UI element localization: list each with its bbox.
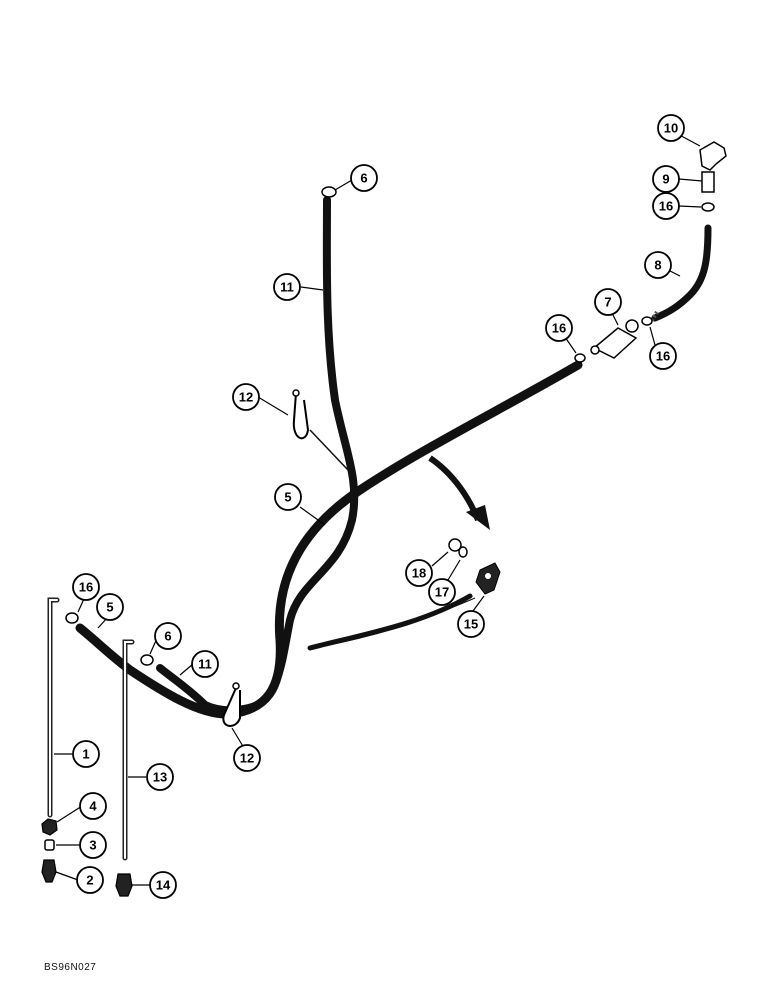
svg-text:8: 8 — [654, 258, 661, 273]
callout-10: 10 — [657, 114, 685, 142]
svg-text:5: 5 — [284, 490, 291, 505]
tube-1 — [47, 597, 60, 818]
callout-12-top: 12 — [232, 383, 260, 411]
callout-9: 9 — [652, 165, 680, 193]
svg-text:4: 4 — [89, 799, 97, 814]
hose-11 — [156, 196, 359, 715]
callout-18: 18 — [405, 559, 433, 587]
svg-text:6: 6 — [164, 629, 171, 644]
callout-7: 7 — [594, 288, 622, 316]
elbow-10 — [699, 141, 727, 171]
callout-15: 15 — [457, 610, 485, 638]
nut-4 — [41, 818, 58, 836]
callout-14: 14 — [149, 871, 177, 899]
svg-text:13: 13 — [153, 770, 167, 785]
clamp-12-upper-hole — [292, 389, 300, 397]
hose-8 — [651, 224, 712, 322]
callout-4: 4 — [79, 792, 107, 820]
svg-text:15: 15 — [464, 617, 478, 632]
nut-16-mid — [574, 353, 586, 363]
nut-16-right — [641, 316, 653, 326]
callout-2: 2 — [76, 866, 104, 894]
washer-17 — [458, 546, 468, 558]
callout-16-mid: 16 — [545, 314, 573, 342]
svg-text:16: 16 — [552, 321, 566, 336]
svg-text:2: 2 — [86, 873, 93, 888]
tube-1-inner — [49, 599, 58, 816]
reference-code: BS96N027 — [44, 962, 97, 973]
svg-text:16: 16 — [79, 580, 93, 595]
svg-text:11: 11 — [198, 657, 212, 672]
clamp-12-guide — [309, 429, 349, 471]
svg-text:3: 3 — [89, 838, 96, 853]
callout-3: 3 — [79, 831, 107, 859]
hose-5 — [75, 360, 583, 719]
hose-15-thin — [309, 597, 476, 649]
nut-16-left — [65, 612, 79, 624]
callout-8: 8 — [644, 251, 672, 279]
clamp-12-lower-hole — [232, 682, 240, 690]
svg-text:10: 10 — [664, 121, 678, 136]
callout-1: 1 — [72, 740, 100, 768]
svg-text:17: 17 — [435, 585, 449, 600]
callout-17: 17 — [428, 578, 456, 606]
callout-16-upper: 16 — [652, 192, 680, 220]
svg-text:14: 14 — [156, 878, 171, 893]
sleeve-3 — [44, 839, 55, 851]
svg-text:16: 16 — [659, 199, 673, 214]
clamp-12-upper — [292, 392, 310, 440]
callout-6-top: 6 — [350, 164, 378, 192]
clamp-12-lower — [222, 687, 241, 727]
svg-text:5: 5 — [106, 600, 113, 615]
svg-text:9: 9 — [662, 172, 669, 187]
svg-text:12: 12 — [240, 751, 254, 766]
bracket-15-hole — [485, 573, 491, 579]
adapter-9 — [701, 171, 715, 193]
connector-2 — [41, 859, 57, 883]
fitting-6-top — [321, 186, 337, 198]
callout-11-top: 11 — [273, 273, 301, 301]
filter-7-end — [590, 345, 600, 355]
nut-18 — [448, 538, 462, 552]
svg-text:18: 18 — [412, 566, 426, 581]
svg-text:1: 1 — [82, 747, 89, 762]
callout-6-left: 6 — [154, 622, 182, 650]
callout-13: 13 — [146, 763, 174, 791]
callout-12-bottom: 12 — [233, 744, 261, 772]
svg-text:7: 7 — [604, 295, 611, 310]
detail-arrow-head — [466, 505, 490, 530]
hose-15-line — [307, 593, 473, 651]
nut-16-upper — [701, 202, 715, 212]
connector-14 — [115, 873, 133, 897]
filter-7-cap — [625, 319, 639, 333]
callout-5-center: 5 — [274, 483, 302, 511]
tube-13-inner — [124, 641, 133, 859]
callout-5-left: 5 — [96, 593, 124, 621]
callout-16-right: 16 — [649, 342, 677, 370]
fitting-6-left — [140, 654, 154, 666]
svg-text:11: 11 — [280, 280, 294, 295]
svg-text:16: 16 — [656, 349, 670, 364]
callout-11-left: 11 — [191, 650, 219, 678]
filter-7 — [592, 327, 638, 359]
callout-16-left: 16 — [72, 573, 100, 601]
svg-text:6: 6 — [360, 171, 367, 186]
svg-text:12: 12 — [239, 390, 253, 405]
leader-lines — [54, 130, 703, 886]
